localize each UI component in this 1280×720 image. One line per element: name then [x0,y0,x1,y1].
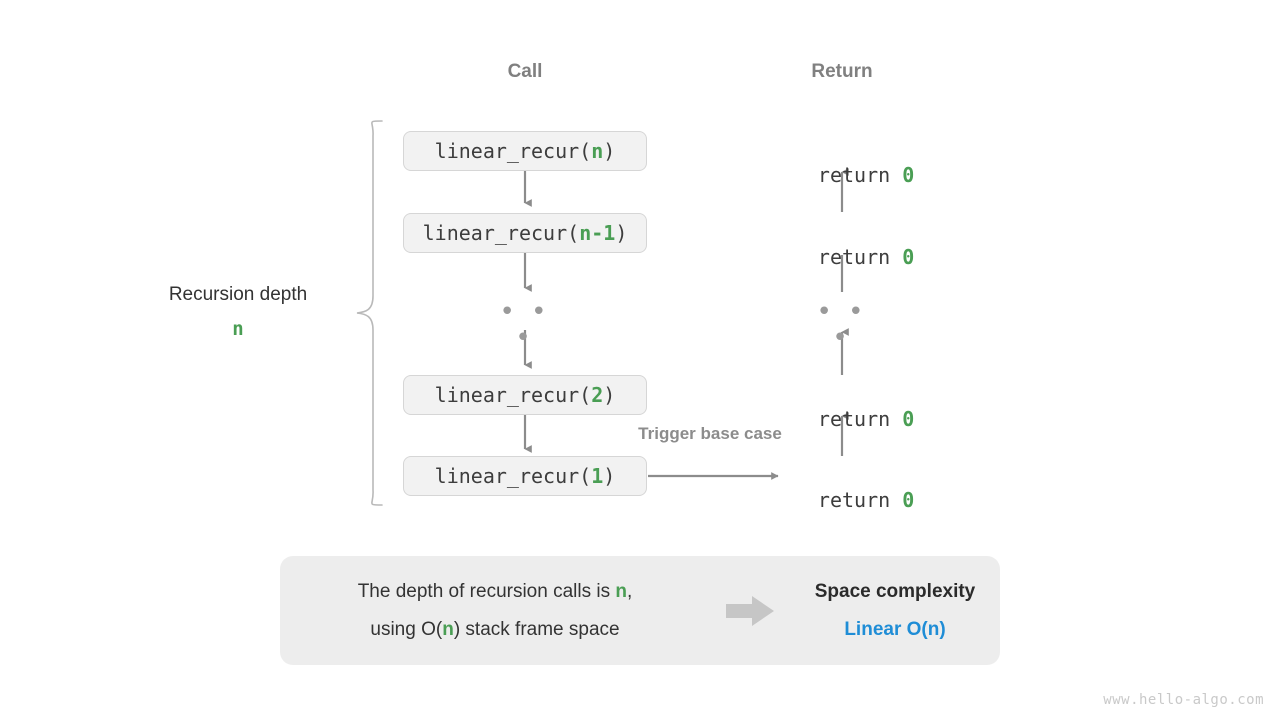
call-box-1[interactable]: linear_recur(1) [403,456,647,496]
return-value: 0 [902,407,915,431]
summary-panel: The depth of recursion calls is n, using… [280,556,1000,665]
return-label-3: return 0 [742,383,942,455]
space-complexity-value: Linear O(n) [844,618,946,640]
summary-line1-text-a: The depth of recursion calls is [357,581,616,603]
return-value: 0 [902,245,915,269]
return-label-1: return 0 [742,139,942,211]
call-box-suffix: ) [603,383,616,407]
return-label-2: return 0 [742,221,942,293]
column-header-call: Call [507,61,543,82]
call-box-arg: n [591,139,604,163]
return-keyword: return [817,407,903,431]
summary-line2-text-b: ) stack frame space [453,618,620,640]
summary-result: Space complexity Linear O(n) [790,573,1000,647]
call-box-arg: n-1 [579,221,616,245]
call-ellipsis: • • • [499,297,551,353]
summary-line-1: The depth of recursion calls is n, [280,573,710,610]
recursion-depth-brace [356,120,383,506]
call-box-prefix: linear_recur( [434,383,592,407]
trigger-base-case-label: Trigger base case [638,424,782,443]
call-box-arg: 1 [591,464,604,488]
call-box-suffix: ) [603,464,616,488]
call-box-suffix: ) [615,221,628,245]
call-box-n[interactable]: linear_recur(n) [403,131,647,171]
call-box-prefix: linear_recur( [434,139,592,163]
return-keyword: return [817,163,903,187]
right-arrow-icon [726,595,774,626]
recursion-depth-label: Recursion depth n [110,284,366,340]
watermark: www.hello-algo.com [1103,692,1264,708]
return-value: 0 [902,163,915,187]
return-ellipsis: • • • [816,297,868,353]
space-complexity-title: Space complexity [814,581,976,603]
call-box-n-minus-1[interactable]: linear_recur(n-1) [403,213,647,253]
summary-line-2: using O(n) stack frame space [280,611,710,648]
call-box-arg: 2 [591,383,604,407]
call-box-prefix: linear_recur( [434,464,592,488]
call-box-2[interactable]: linear_recur(2) [403,375,647,415]
recursion-depth-title: Recursion depth [168,284,308,305]
return-keyword: return [817,245,903,269]
call-box-prefix: linear_recur( [422,221,580,245]
summary-description: The depth of recursion calls is n, using… [280,573,710,647]
summary-line1-highlight: n [615,581,627,603]
summary-line1-text-b: , [627,581,633,603]
summary-arrow-container [710,594,790,628]
recursion-depth-value: n [232,318,244,340]
return-value: 0 [902,488,915,512]
return-keyword: return [817,488,903,512]
call-box-suffix: ) [603,139,616,163]
return-label-4: return 0 [742,464,942,536]
column-header-return: Return [811,61,873,82]
summary-line2-highlight: n [442,618,454,640]
summary-line2-text-a: using O( [370,618,443,640]
